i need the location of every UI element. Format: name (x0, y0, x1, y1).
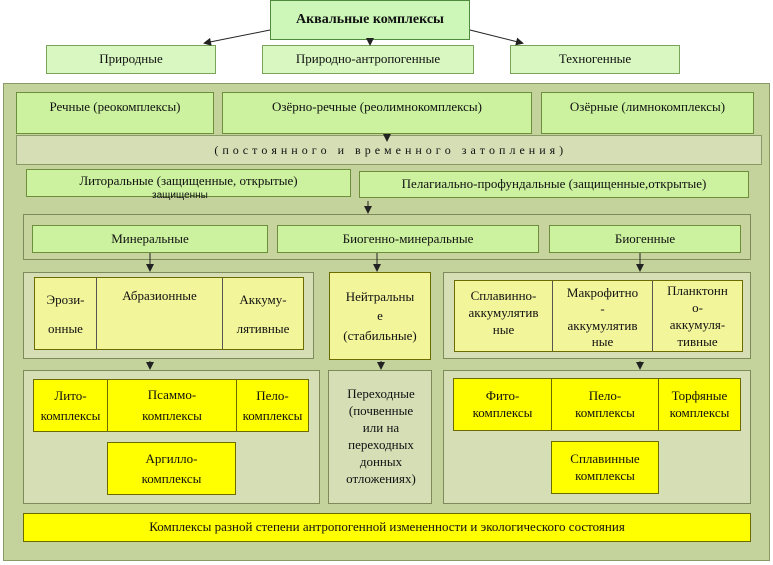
argillocomplex-box: Аргилло- комплексы (107, 442, 236, 495)
river-label: Речные (реокомплексы) (49, 99, 181, 114)
raft-accumulative-cell: Сплавинно- аккумулятив ные (455, 281, 553, 351)
bottom-label: Комплексы разной степени антропогенной и… (149, 519, 625, 535)
neutral-label: Нейтральны е (стабильные) (343, 288, 417, 343)
pelocomplex-biogenic-label: Пело- комплексы (575, 388, 635, 420)
title-box: Аквальные комплексы (270, 0, 470, 40)
pelagial-label: Пелагиально-профундальные (защищенные,от… (401, 176, 707, 192)
littoral-label: Литоральные (защищенные, открытые) (79, 173, 298, 188)
biogenic-box: Биогенные (549, 225, 741, 253)
mineral-label: Минеральные (111, 230, 189, 246)
raft-complex-label: Сплавинные комплексы (570, 451, 640, 483)
plankton-accumulative-cell: Планктонн о- аккумуля- тивные (653, 281, 742, 351)
lake-label: Озёрные (лимнокомплексы) (569, 99, 726, 114)
biogenic-mineral-label: Биогенно-минеральные (342, 230, 474, 246)
biogenic-mineral-box: Биогенно-минеральные (277, 225, 539, 253)
river-box: Речные (реокомплексы) (16, 92, 214, 134)
accumulative-cell: Аккуму- лятивные (223, 278, 303, 349)
arrow-to-natural (203, 29, 271, 46)
psammocomplex-box: Псаммо- комплексы (107, 379, 237, 432)
neutral-box: Нейтральны е (стабильные) (329, 272, 431, 360)
raft-complex-box: Сплавинные комплексы (551, 441, 659, 494)
bottom-box: Комплексы разной степени антропогенной и… (23, 513, 751, 542)
mineral-box: Минеральные (32, 225, 268, 253)
macrophyte-accumulative-cell: Макрофитно - аккумулятив ные (553, 281, 653, 351)
transitional-box: Переходные (почвенные или на переходных … (332, 372, 430, 502)
raft-accumulative-label: Сплавинно- аккумулятив ные (468, 288, 539, 337)
flooding-label: ( п о с т о я н н о г о и в р е м е н н … (214, 143, 564, 157)
transitional-label: Переходные (почвенные или на переходных … (346, 386, 416, 486)
erosion-label: Эрози- онные (46, 292, 85, 336)
accumulative-label: Аккуму- лятивные (236, 292, 290, 336)
technogenic-label: Техногенные (558, 51, 632, 67)
abrasion-cell: Абразионные (97, 278, 223, 349)
littoral-extra-label: защищенны (152, 190, 208, 201)
phytocomplex-box: Фито- комплексы (453, 378, 552, 431)
natural-label: Природные (99, 51, 163, 67)
peat-complex-box: Торфяные комплексы (658, 378, 741, 431)
natural-box: Природные (46, 45, 216, 74)
pelocomplex-mineral-label: Пело- комплексы (242, 388, 303, 423)
arrow-to-technogenic (469, 29, 524, 46)
pelocomplex-mineral-box: Пело- комплексы (236, 379, 309, 432)
mineral-process-row: Эрози- онные Абразионные Аккуму- лятивны… (34, 277, 304, 350)
macrophyte-accumulative-label: Макрофитно - аккумулятив ные (566, 285, 639, 349)
biogenic-process-row: Сплавинно- аккумулятив ные Макрофитно - … (454, 280, 743, 352)
phytocomplex-label: Фито- комплексы (472, 388, 533, 420)
erosion-cell: Эрози- онные (35, 278, 97, 349)
natural-anthropogenic-label: Природно-антропогенные (295, 51, 441, 67)
biogenic-label: Биогенные (614, 230, 676, 246)
technogenic-box: Техногенные (510, 45, 680, 74)
lake-river-label: Озёрно-речные (реолимнокомплексы) (271, 99, 482, 114)
lithocomplex-box: Лито- комплексы (33, 379, 108, 432)
argillocomplex-label: Аргилло- комплексы (141, 451, 202, 486)
title-text: Аквальные комплексы (296, 12, 444, 28)
lake-box: Озёрные (лимнокомплексы) (541, 92, 754, 134)
lithocomplex-label: Лито- комплексы (40, 388, 101, 423)
peat-complex-label: Торфяные комплексы (669, 388, 730, 420)
lake-river-box: Озёрно-речные (реолимнокомплексы) (222, 92, 532, 134)
plankton-accumulative-label: Планктонн о- аккумуля- тивные (667, 283, 728, 349)
psammocomplex-label: Псаммо- комплексы (142, 386, 202, 423)
littoral-box: Литоральные (защищенные, открытые) (26, 169, 351, 197)
abrasion-label: Абразионные (122, 288, 197, 303)
pelagial-box: Пелагиально-профундальные (защищенные,от… (359, 171, 749, 198)
